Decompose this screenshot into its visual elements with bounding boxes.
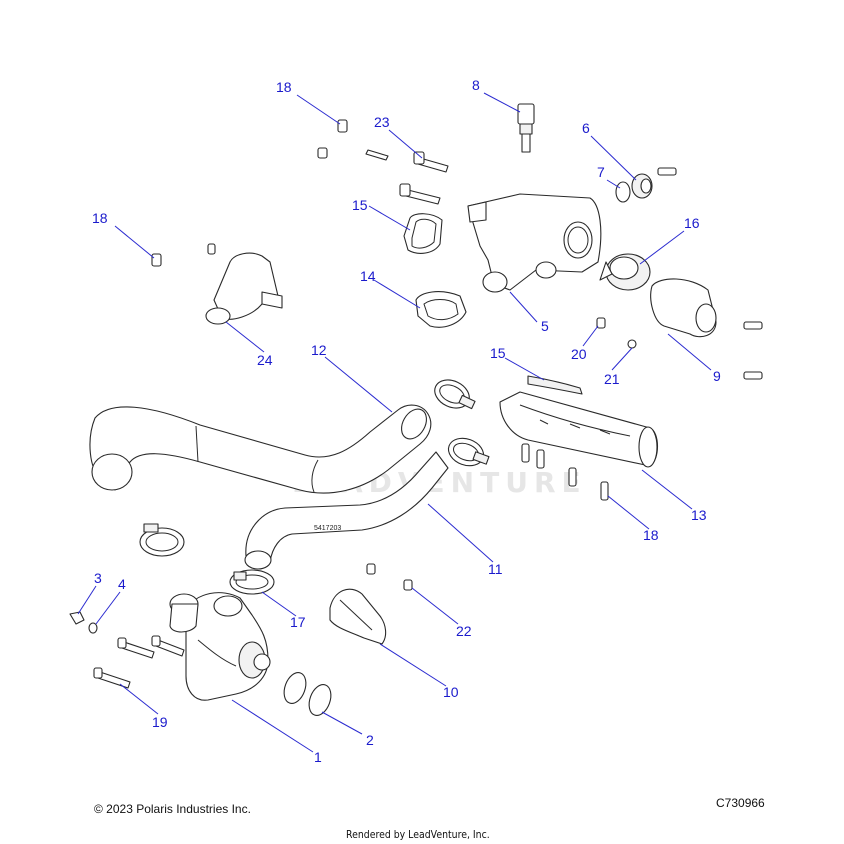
part-16-thermostat[interactable] <box>599 253 651 291</box>
bolts-group-upper[interactable] <box>151 119 763 380</box>
callout-18: 18 <box>92 210 108 226</box>
bolts-group-pipe[interactable] <box>521 443 609 501</box>
callout-15: 15 <box>490 345 506 361</box>
hose-clamp-upper[interactable] <box>430 375 476 414</box>
part-15-gasket-lower[interactable] <box>527 375 583 395</box>
callout-6: 6 <box>582 120 590 136</box>
callout-9: 9 <box>713 368 721 384</box>
part-11-hose[interactable]: 5417203 <box>244 451 449 570</box>
callout-3: 3 <box>94 570 102 586</box>
drawing-number: C730966 <box>716 796 765 810</box>
callout-22: 20 <box>571 346 587 362</box>
part-6-cap[interactable] <box>631 173 653 199</box>
part-14-gasket[interactable] <box>415 291 467 328</box>
callout-16: 16 <box>684 215 700 231</box>
callout-11: 11 <box>488 561 503 577</box>
part-9-outlet-cover[interactable] <box>650 278 717 338</box>
hose-marking-text: 5417203 <box>314 525 341 532</box>
hose-clamp-left[interactable] <box>139 523 185 557</box>
callout-2: 2 <box>366 732 374 748</box>
part-7-seal[interactable] <box>615 181 631 203</box>
part-8-temperature-sensor[interactable] <box>517 103 535 153</box>
callout-14: 14 <box>360 268 376 284</box>
copyright-text: © 2023 Polaris Industries Inc. <box>94 802 251 816</box>
part-19-bolts[interactable] <box>317 147 449 205</box>
callout-7: 7 <box>597 164 605 180</box>
callout-4: 4 <box>118 576 126 592</box>
callout-19: 23 <box>374 114 390 130</box>
callout-24: 24 <box>257 352 273 368</box>
part-5-thermostat-housing[interactable] <box>467 193 602 293</box>
part-3-bolt[interactable] <box>69 611 85 625</box>
part-21-bolts[interactable] <box>93 635 185 689</box>
callout-12: 12 <box>311 342 327 358</box>
callout-18: 18 <box>643 527 659 543</box>
callout-18: 18 <box>276 79 292 95</box>
part-10-cover[interactable] <box>329 588 387 645</box>
part-12-hose[interactable] <box>89 404 432 494</box>
part-22-fitting[interactable] <box>596 317 606 329</box>
callout-17: 17 <box>290 614 306 630</box>
part-2-o-rings[interactable] <box>280 670 335 719</box>
callout-13: 13 <box>691 507 707 523</box>
callout-23: 21 <box>604 371 620 387</box>
part-24-outlet-housing[interactable] <box>205 243 283 325</box>
part-15-gasket-upper[interactable] <box>403 213 443 254</box>
callout-15: 15 <box>352 197 368 213</box>
callout-21: 19 <box>152 714 168 730</box>
callout-1: 1 <box>314 749 322 765</box>
hose-clamp-middle[interactable] <box>445 434 490 471</box>
callout-20: 22 <box>456 623 472 639</box>
part-1-water-pump[interactable] <box>169 592 271 701</box>
part-20-bolts[interactable] <box>366 563 413 591</box>
part-4-washer[interactable] <box>88 622 98 634</box>
callout-8: 8 <box>472 77 480 93</box>
leader-lines <box>77 92 712 753</box>
part-13-coolant-pipe[interactable] <box>499 391 659 468</box>
rendered-by-text: Rendered by LeadVenture, Inc. <box>346 828 490 841</box>
callout-labels: 18 23 8 6 7 15 16 18 14 5 20 21 9 24 12 … <box>92 77 721 765</box>
part-17-clamp[interactable] <box>229 569 275 595</box>
callout-10: 10 <box>443 684 459 700</box>
callout-5: 5 <box>541 318 549 334</box>
part-23-washer[interactable] <box>627 339 637 349</box>
